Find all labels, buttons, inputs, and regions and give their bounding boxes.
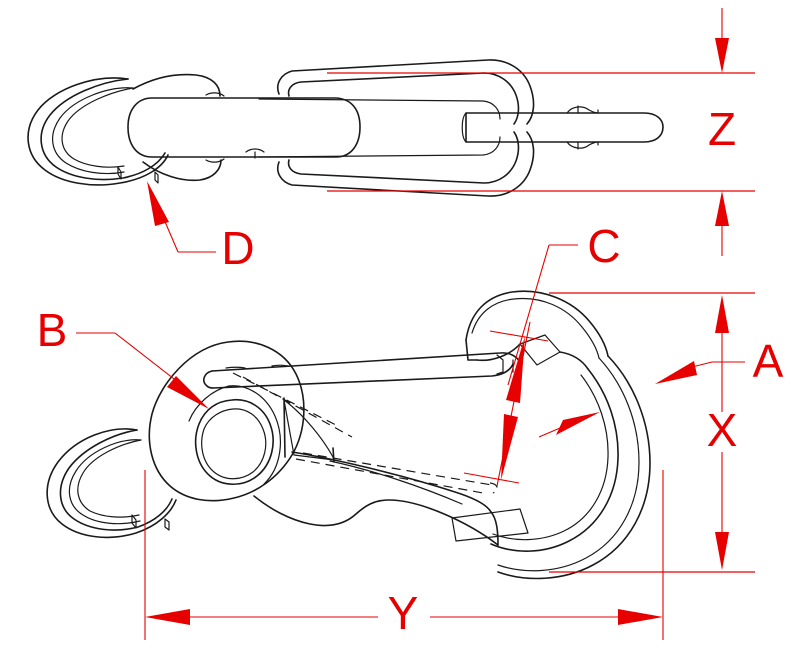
front-view-hidden-spring-line xyxy=(302,452,493,486)
front-view-spring-barrel-face xyxy=(283,399,335,461)
dimension-C-ring-arrowhead xyxy=(556,412,600,435)
front-view-gate-arm-highlight-2 xyxy=(271,364,289,367)
dimension-label-D: D xyxy=(221,222,254,274)
top-view-shaft-body xyxy=(465,112,664,143)
front-view-nose-outer xyxy=(465,290,609,357)
dimension-Z-lower-arrowhead xyxy=(715,191,729,226)
dimension-Z-upper-arrowhead xyxy=(715,38,729,73)
dimension-Y: Y xyxy=(144,470,664,640)
front-view-shank-inner-edge xyxy=(329,460,463,505)
front-view-hidden-bore-lower xyxy=(242,376,353,438)
front-view-ring-end-cut-2 xyxy=(164,518,170,531)
front-view-spring-barrel-left xyxy=(283,397,286,458)
front-view-hidden-bore-upper xyxy=(232,372,341,428)
top-view-shaft-left-cap xyxy=(461,112,467,143)
dimension-C-upper-extension xyxy=(489,330,549,342)
front-view-hidden-spring-end xyxy=(489,482,498,494)
dimension-X-upper-arrowhead xyxy=(715,295,729,333)
dimension-B-arrowhead xyxy=(167,376,209,409)
front-view-nose-outer-inner xyxy=(471,297,600,359)
top-view-split-ring-inner xyxy=(52,87,134,175)
dimension-A: A xyxy=(655,335,784,387)
front-view-ring-end-cut xyxy=(131,514,137,529)
top-view-split-ring-inner-b xyxy=(61,87,134,168)
dimension-X: X xyxy=(549,292,755,573)
top-view-barrel xyxy=(127,97,361,158)
dimension-C-leader-diagonal xyxy=(507,244,550,386)
dimension-label-C: C xyxy=(587,220,620,272)
dimension-Z: Z xyxy=(327,8,755,256)
dimension-label-Z: Z xyxy=(708,103,736,155)
top-view-split-ring-outer xyxy=(27,77,169,186)
dimension-Y-left-arrowhead xyxy=(145,609,190,625)
top-view-gate-lower-edge xyxy=(258,136,501,158)
front-view-nose-to-ring xyxy=(559,351,589,370)
top-view-bail-upper xyxy=(132,73,221,97)
front-view-nose-underside xyxy=(476,343,521,362)
dimension-label-A: A xyxy=(753,335,784,387)
front-view-split-ring-inner xyxy=(68,439,142,525)
front-view-gate-arm-highlight xyxy=(225,366,246,369)
front-view-gate-arm-bottom xyxy=(212,363,514,389)
front-view-hook-ring-inner xyxy=(490,368,619,552)
front-view-hook-ring-inner-inner xyxy=(492,374,609,541)
dimension-label-Y: Y xyxy=(388,587,419,639)
top-view-bail-lower xyxy=(142,159,222,182)
front-view-eye-collar-2 xyxy=(188,385,230,422)
front-view-gate-arm-cap xyxy=(203,370,214,389)
top-view-split-ring-outer-b xyxy=(40,78,166,181)
dimension-label-B: B xyxy=(37,304,68,356)
top-view-shaft-knurl-lower xyxy=(566,141,599,149)
front-view-hidden-spring-line-2 xyxy=(295,458,484,494)
front-view-hook-ring-outer xyxy=(497,355,651,580)
dimension-B: B xyxy=(37,304,209,409)
dimension-X-lower-arrowhead xyxy=(715,532,729,570)
dimension-label-X: X xyxy=(707,404,738,456)
front-view-split-ring-outer xyxy=(46,428,177,539)
dimension-C: C xyxy=(463,220,621,487)
top-view-gate-upper-edge xyxy=(258,98,501,120)
top-view-part xyxy=(27,59,664,197)
front-view-hook-ring-bottom-close xyxy=(490,511,499,546)
front-view-split-ring-outer-b xyxy=(59,429,173,531)
top-view-ring-end-cut-2 xyxy=(154,171,159,184)
front-view-hook-ring-outer-inner xyxy=(497,357,640,572)
front-view-shank-top xyxy=(291,451,492,513)
top-view-hook-upper-arm-inner xyxy=(287,72,520,125)
front-view-swivel-eye-hole xyxy=(194,399,274,486)
top-view-latch-nub-upper xyxy=(205,92,225,97)
top-view-hook-upper-arm xyxy=(276,59,535,125)
front-view-gate-arm-top xyxy=(211,352,521,372)
dimension-C-lower-arrowhead xyxy=(501,414,518,480)
front-view-eye-collar xyxy=(228,385,281,485)
dimension-D: D xyxy=(147,181,255,274)
front-view-shank-bottom xyxy=(253,495,499,546)
dimension-C-lower-extension xyxy=(463,472,520,484)
front-view-part xyxy=(46,290,651,580)
dimension-D-arrowhead xyxy=(147,181,169,226)
dimension-C-upper-arrowhead xyxy=(506,336,525,403)
top-view-latch-detail xyxy=(245,148,265,153)
top-view-shaft-knurl-upper xyxy=(566,106,599,114)
dimension-B-leader-diagonal xyxy=(114,332,179,383)
top-view-hook-lower-arm-inner xyxy=(287,131,520,184)
dimension-C-ring-leader xyxy=(538,427,561,438)
front-view-nose-left-edge xyxy=(465,339,478,361)
top-view-ring-end-cut xyxy=(117,166,122,180)
dimension-A-arrowhead xyxy=(655,361,697,384)
front-view-shank-flat-stamp xyxy=(451,508,529,542)
top-view-latch-nub-lower xyxy=(205,158,225,163)
dimension-Y-right-arrowhead xyxy=(618,609,663,625)
front-view-swivel-eye-hole-inner xyxy=(201,408,267,480)
front-view-split-ring-inner-b xyxy=(77,439,142,518)
front-view-swivel-eye-outer xyxy=(148,340,305,502)
